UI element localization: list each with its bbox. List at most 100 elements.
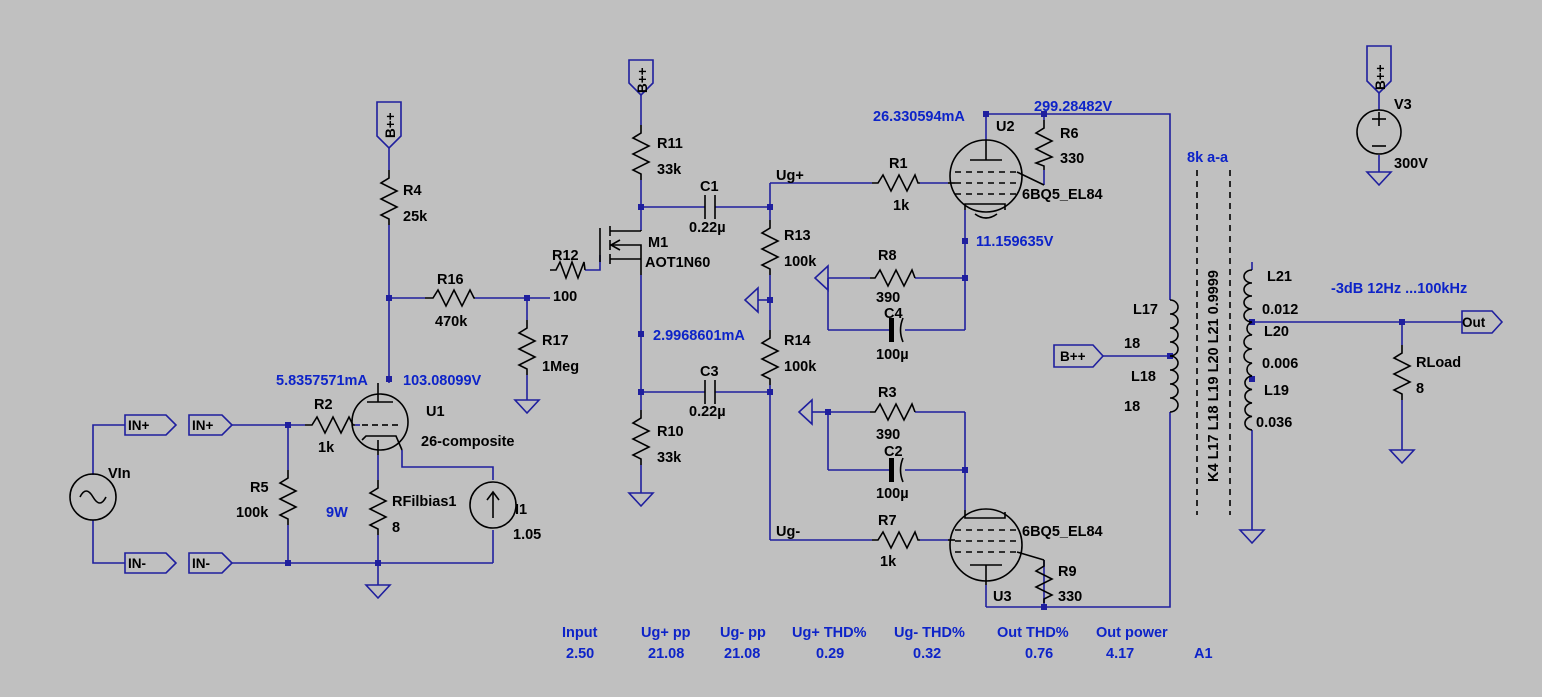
r16-value: 470k — [435, 314, 468, 330]
c3-capacitor[interactable] — [704, 380, 716, 404]
r9-resistor[interactable] — [1034, 560, 1054, 603]
l21-name: L21 — [1267, 269, 1292, 285]
b-plus-flag-transformer — [1053, 344, 1105, 368]
r12-value: 100 — [553, 289, 577, 305]
l17-value: 18 — [1124, 336, 1140, 352]
in-plus-label: IN+ — [128, 418, 150, 433]
l18-name: L18 — [1131, 369, 1156, 385]
coupling-directive: K4 L17 L18 L19 L20 L21 0.9999 — [1206, 270, 1222, 482]
v3-source[interactable] — [1356, 109, 1402, 155]
component-labels: R4 25k R16 470k R12 100 R17 1Meg R2 1k R… — [108, 97, 1461, 605]
r6-resistor[interactable] — [1033, 120, 1054, 170]
l18-value: 18 — [1124, 399, 1140, 415]
in-plus-flag-vin — [124, 414, 178, 436]
r16-resistor[interactable] — [425, 288, 475, 308]
r17-resistor[interactable] — [517, 320, 537, 375]
measurement-value: 4.17 — [1106, 646, 1134, 662]
r12-resistor[interactable] — [550, 259, 586, 281]
rload-resistor[interactable] — [1392, 345, 1412, 400]
r7-resistor[interactable] — [872, 530, 920, 550]
c1-capacitor[interactable] — [704, 195, 716, 219]
in-plus-label: IN+ — [192, 418, 214, 433]
c1-value: 0.22µ — [689, 220, 726, 236]
r5-value: 100k — [236, 505, 269, 521]
measurements-row: Input 2.50 Ug+ pp 21.08 Ug- pp 21.08 Ug+… — [562, 625, 1213, 662]
rload-name: RLoad — [1416, 355, 1461, 371]
l19-name: L19 — [1264, 383, 1289, 399]
measurement-label: Ug- pp — [720, 625, 766, 641]
l19-inductor[interactable] — [1244, 375, 1253, 431]
c2-capacitor[interactable] — [889, 457, 904, 483]
r3-value: 390 — [876, 427, 900, 443]
r2-value: 1k — [318, 440, 335, 456]
bandwidth-label: -3dB 12Hz ...100kHz — [1331, 281, 1467, 297]
r5-name: R5 — [250, 480, 269, 496]
c2-name: C2 — [884, 444, 903, 460]
l19-value: 0.036 — [1256, 415, 1292, 431]
rfilbias1-name: RFilbias1 — [392, 494, 456, 510]
c4-name: C4 — [884, 306, 903, 322]
heater-power-label: 9W — [326, 505, 348, 521]
u2-name: U2 — [996, 119, 1015, 135]
i1-current-source[interactable] — [469, 481, 517, 529]
r8-value: 390 — [876, 290, 900, 306]
b-plus-label: B++ — [635, 67, 650, 93]
r14-name: R14 — [784, 333, 811, 349]
c4-value: 100µ — [876, 347, 909, 363]
m1-name: M1 — [648, 235, 668, 251]
c4-capacitor[interactable] — [889, 317, 904, 343]
measurement-value: 0.32 — [913, 646, 941, 662]
measurement-label: Ug+ THD% — [792, 625, 867, 641]
ground-icon — [1365, 171, 1393, 187]
measurement-value: 2.50 — [566, 646, 594, 662]
u1-name: U1 — [426, 404, 445, 420]
b-plus-flag-v3 — [1366, 45, 1392, 95]
r10-resistor[interactable] — [631, 410, 651, 465]
in-minus-flag-input — [188, 552, 234, 574]
v3-value: 300V — [1394, 156, 1428, 172]
c1-name: C1 — [700, 179, 719, 195]
l18-inductor[interactable] — [1169, 355, 1179, 413]
in-plus-flag-input — [188, 414, 234, 436]
m1-mosfet[interactable] — [599, 226, 642, 275]
r9-name: R9 — [1058, 564, 1077, 580]
rfilbias1-value: 8 — [392, 520, 400, 536]
b-plus-flag-r11 — [628, 59, 654, 97]
operating-point-labels: 5.8357571mA 103.08099V 2.9968601mA 26.33… — [276, 99, 1467, 521]
ground-icon — [1238, 529, 1266, 545]
r1-name: R1 — [889, 156, 908, 172]
r16-name: R16 — [437, 272, 464, 288]
l21-inductor[interactable] — [1243, 269, 1253, 323]
c3-value: 0.22µ — [689, 404, 726, 420]
ground-icon — [743, 286, 759, 314]
u3-tube[interactable] — [948, 508, 1045, 585]
r2-resistor[interactable] — [305, 415, 355, 435]
r5-resistor[interactable] — [278, 470, 298, 525]
r1-resistor[interactable] — [872, 173, 920, 193]
u2-tube[interactable] — [948, 139, 1045, 219]
ground-icon — [364, 584, 392, 600]
measurement-value: 0.76 — [1025, 646, 1053, 662]
b-plus-label: B++ — [383, 112, 398, 138]
l20-inductor[interactable] — [1243, 321, 1253, 377]
r14-resistor[interactable] — [760, 330, 780, 385]
ground-icon — [797, 398, 813, 426]
l17-inductor[interactable] — [1169, 299, 1179, 357]
r13-name: R13 — [784, 228, 811, 244]
r4-resistor[interactable] — [379, 170, 399, 225]
r13-resistor[interactable] — [760, 220, 780, 275]
ground-icon — [627, 492, 655, 508]
r2-name: R2 — [314, 397, 333, 413]
m1-current-label: 2.9968601mA — [653, 328, 745, 344]
vin-source[interactable] — [69, 473, 117, 521]
r3-resistor[interactable] — [870, 402, 916, 422]
rfilbias1-resistor[interactable] — [368, 480, 388, 535]
r11-resistor[interactable] — [631, 125, 651, 180]
r8-resistor[interactable] — [870, 268, 916, 288]
r4-value: 25k — [403, 209, 428, 225]
measurement-label: Out power — [1096, 625, 1168, 641]
u1-tube[interactable] — [351, 383, 409, 455]
in-minus-flag-vin — [124, 552, 178, 574]
i1-value: 1.05 — [513, 527, 541, 543]
